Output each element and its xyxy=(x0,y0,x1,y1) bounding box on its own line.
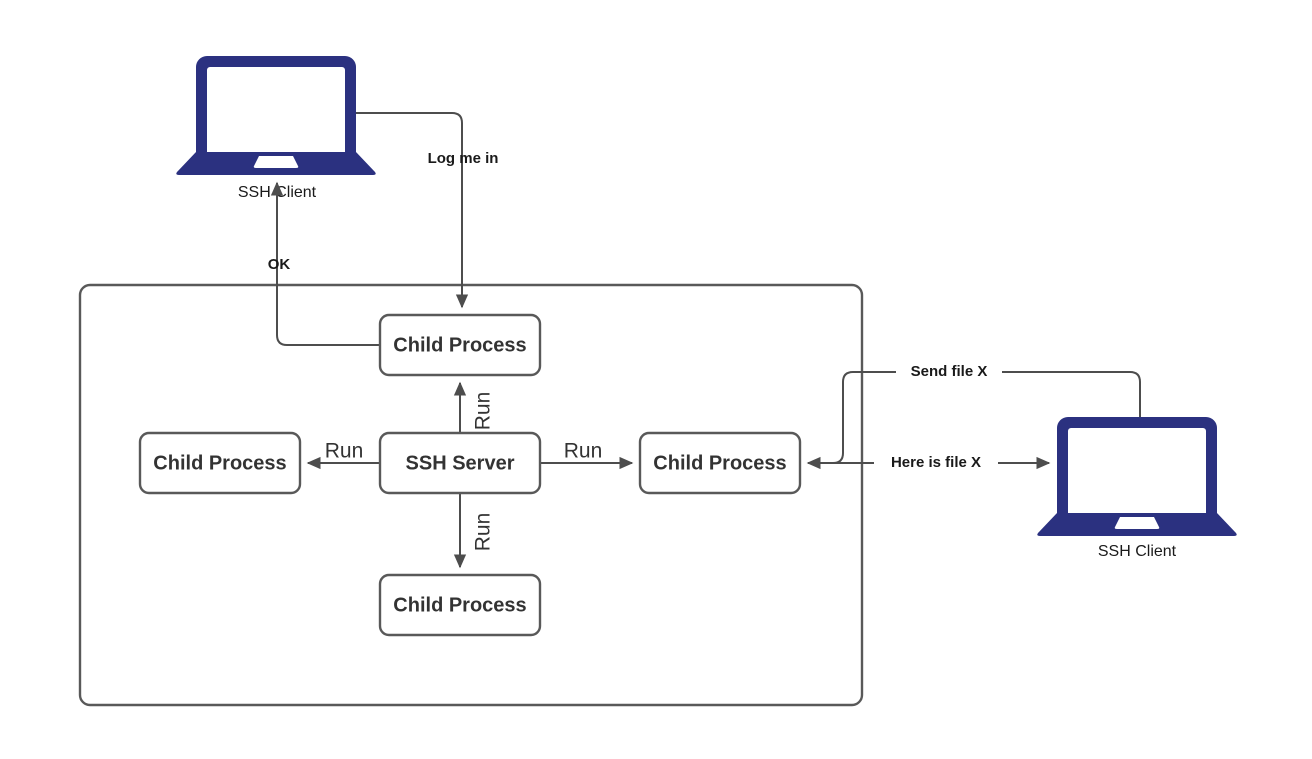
edge-label-ok: OK xyxy=(268,256,291,273)
edge-label-run-up: Run xyxy=(472,392,495,431)
edge-send-file-x xyxy=(806,371,1141,470)
node-ssh-server[interactable]: SSH Server xyxy=(378,431,542,495)
node-child-process-bottom[interactable]: Child Process xyxy=(378,573,542,637)
edge-label-run-left: Run xyxy=(325,440,364,463)
node-child-process-bottom-label: Child Process xyxy=(393,594,526,616)
edge-label-send-file-x-group: Send file X xyxy=(896,362,1002,382)
ssh-client-top-laptop xyxy=(176,56,376,175)
edge-label-here-is-file-x: Here is file X xyxy=(891,454,981,471)
node-child-process-right-label: Child Process xyxy=(653,452,786,474)
node-child-process-top-label: Child Process xyxy=(393,334,526,356)
edge-ok xyxy=(270,181,380,346)
edge-label-send-file-x: Send file X xyxy=(911,363,988,380)
ssh-client-right-label: SSH Client xyxy=(1098,543,1177,560)
server-host-container xyxy=(78,283,864,707)
node-child-process-left-label: Child Process xyxy=(153,452,286,474)
edge-label-run-down: Run xyxy=(472,513,495,552)
node-child-process-left[interactable]: Child Process xyxy=(138,431,302,495)
edge-label-here-is-file-x-group: Here is file X xyxy=(874,453,998,473)
edge-label-log-me-in: Log me in xyxy=(428,150,499,167)
node-ssh-server-label: SSH Server xyxy=(406,452,515,474)
node-child-process-top[interactable]: Child Process xyxy=(378,313,542,377)
node-child-process-right[interactable]: Child Process xyxy=(638,431,802,495)
ssh-client-right-laptop xyxy=(1037,417,1237,536)
edge-label-run-right: Run xyxy=(564,440,603,463)
edge-log-me-in xyxy=(356,112,469,309)
